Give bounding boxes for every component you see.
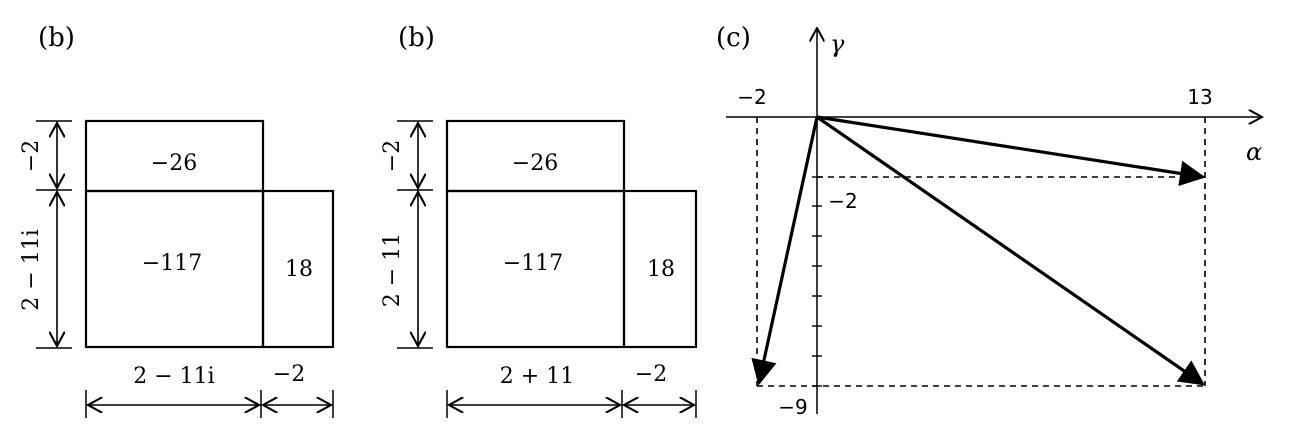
vector-13-neg2 <box>816 115 1206 187</box>
panel-1-bottom-dimensions <box>85 390 334 418</box>
vector-plot-label: (c) <box>716 23 751 53</box>
panel-1-left-dimensions <box>36 120 72 349</box>
gamma-axis-label: γ <box>830 30 845 58</box>
panel-2-bottom-right-dim: −2 <box>635 362 667 387</box>
panel-2-right-box <box>622 189 698 349</box>
tick-gamma-mid: −2 <box>828 189 857 213</box>
panel-2-right-value: 18 <box>647 257 675 282</box>
vector-plot: (c) α γ −2 13 −2 −9 <box>716 23 1262 419</box>
panel-1: (b) −26 −117 18 −2 2 − 11i 2 − 11i −2 <box>19 23 335 418</box>
panel-2: (b) −26 −117 18 −2 2 − 11 2 + 11 −2 <box>380 23 698 418</box>
panel-1-left-top-dim: −2 <box>19 140 44 172</box>
guide-lines <box>756 117 1206 387</box>
tick-gamma-min: −9 <box>778 395 807 419</box>
panel-2-left-bottom-dim: 2 − 11 <box>380 233 405 307</box>
tick-alpha-pos: 13 <box>1187 85 1212 109</box>
vector-neg2-neg9 <box>751 116 819 386</box>
panel-2-left-dimensions <box>397 120 433 349</box>
panel-1-bottom-left-dim: 2 − 11i <box>133 364 214 389</box>
panel-1-top-value: −26 <box>151 151 197 176</box>
panel-2-top-value: −26 <box>512 151 558 176</box>
panel-1-left-bottom-dim: 2 − 11i <box>19 229 44 310</box>
panel-2-bottom-left-dim: 2 + 11 <box>500 364 574 389</box>
alpha-axis-label: α <box>1246 138 1262 166</box>
panel-1-right-value: 18 <box>285 257 313 282</box>
panel-1-bottom-value: −117 <box>142 251 202 276</box>
panel-1-right-box <box>261 189 335 349</box>
panel-2-bottom-value: −117 <box>503 251 563 276</box>
panel-2-bottom-dimensions <box>446 390 697 418</box>
panel-1-label: (b) <box>38 23 75 53</box>
vector-13-neg9 <box>816 115 1206 386</box>
panel-1-bottom-right-dim: −2 <box>273 362 305 387</box>
vectors <box>751 115 1206 386</box>
tick-alpha-neg: −2 <box>737 85 766 109</box>
panel-2-label: (b) <box>398 23 435 53</box>
panel-2-left-top-dim: −2 <box>380 140 405 172</box>
